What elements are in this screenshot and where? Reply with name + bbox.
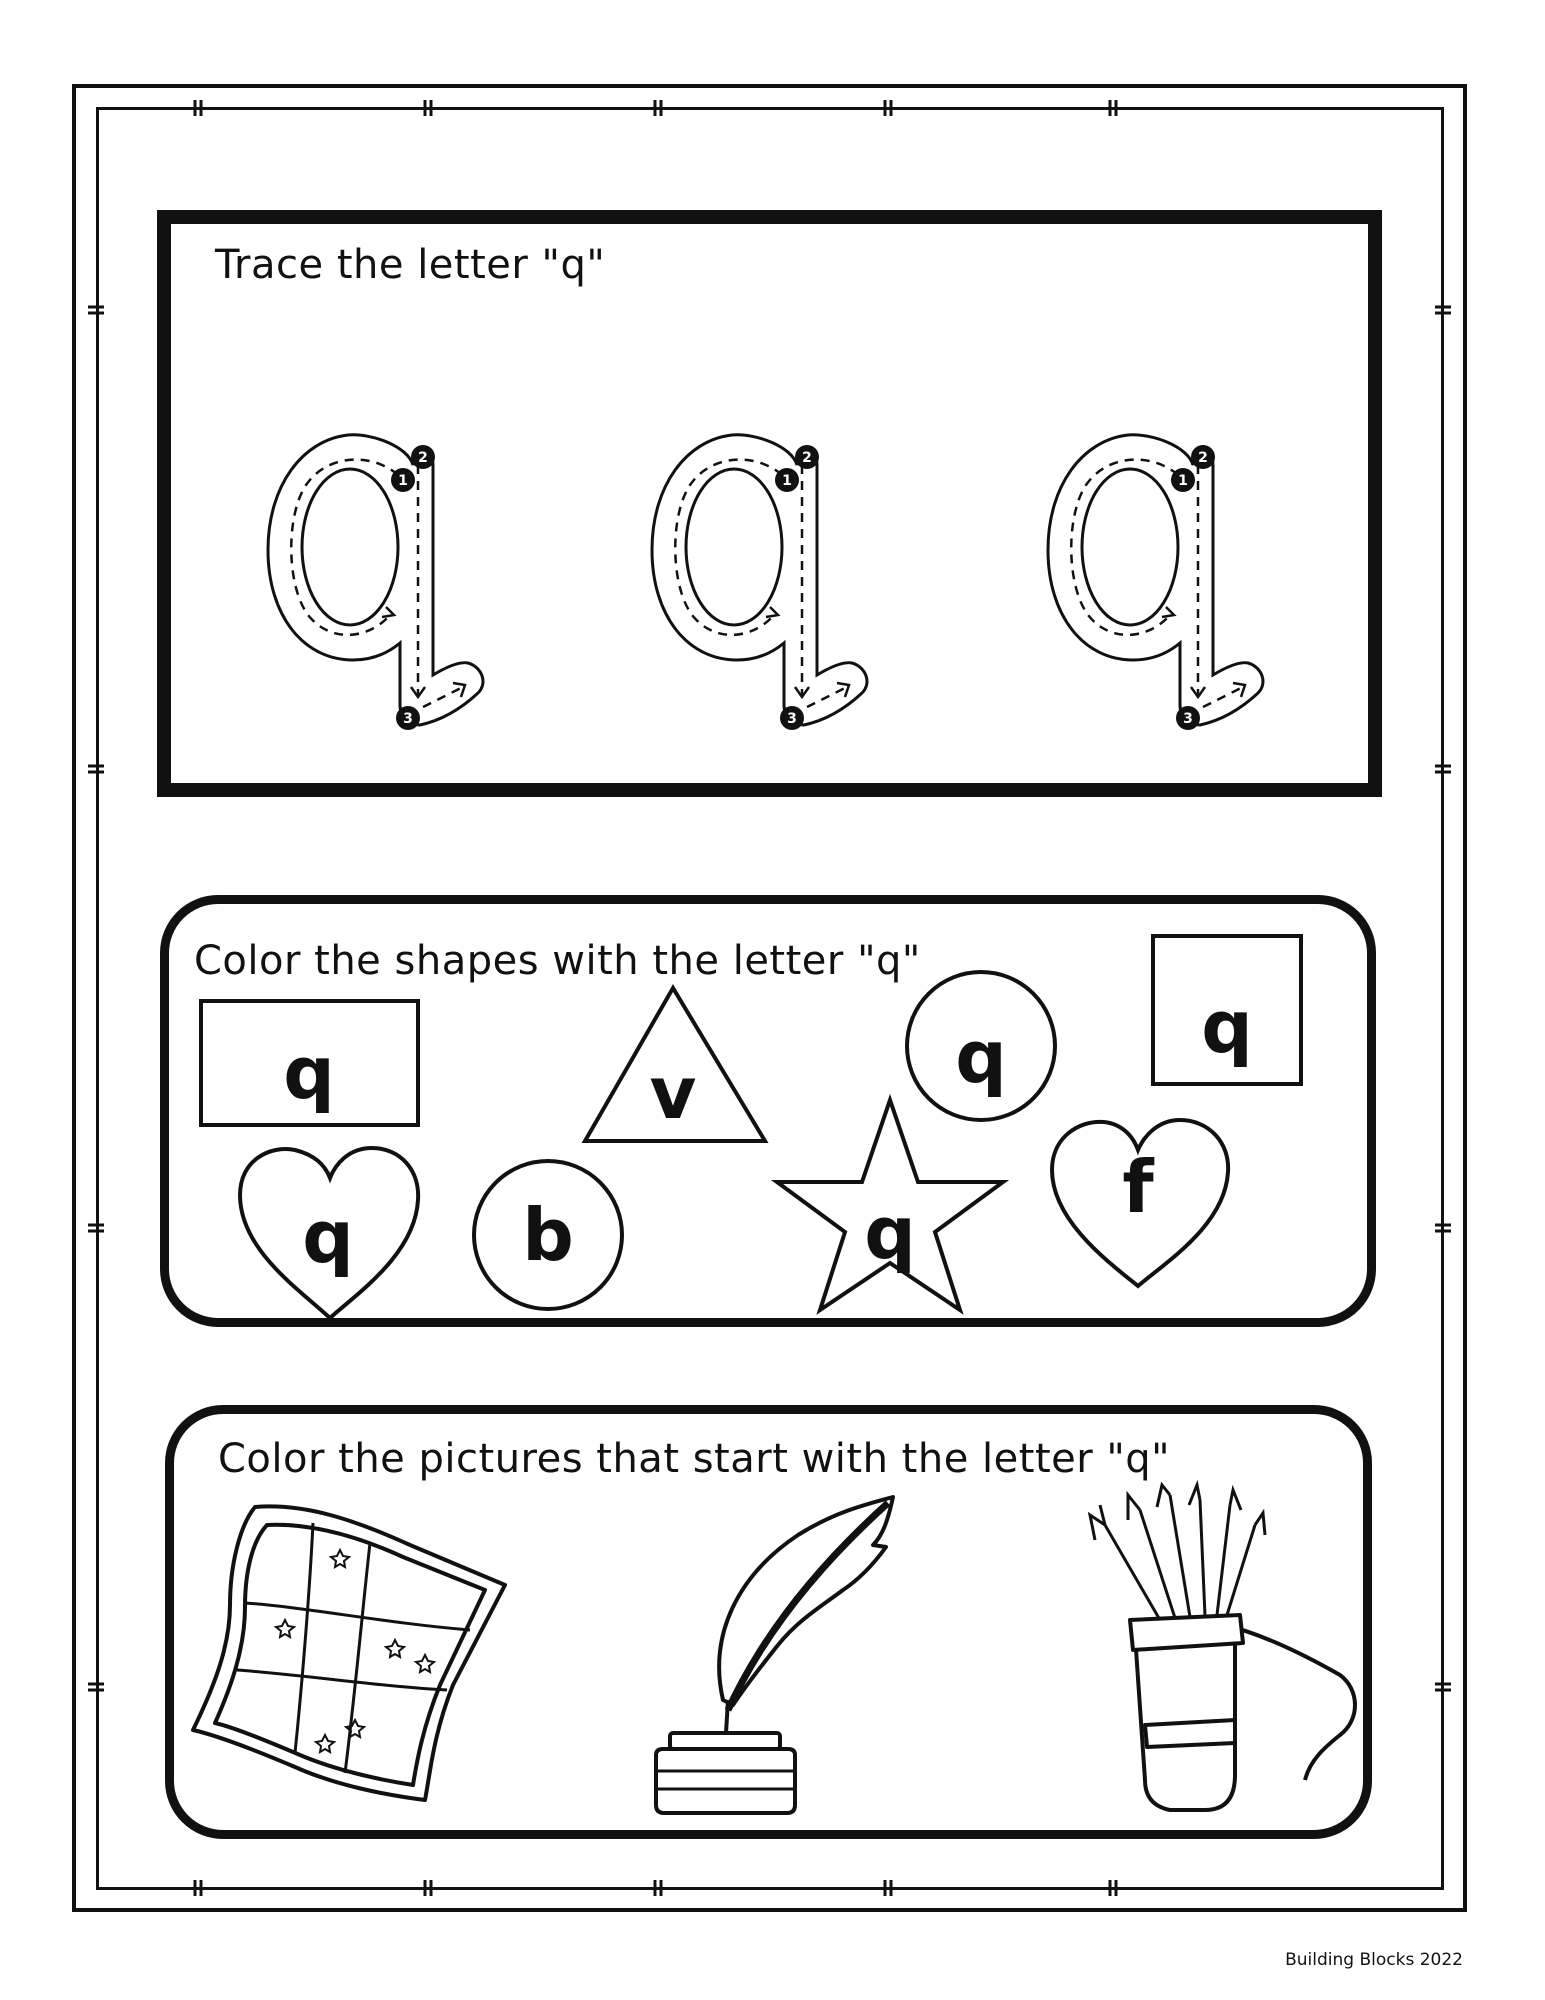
star-shape[interactable] [770, 1093, 1010, 1315]
shape-letter: q [302, 1195, 354, 1279]
trace-step-1: 1 [782, 473, 792, 489]
shape-letter: q [864, 1191, 916, 1275]
page-border-outer [72, 84, 1467, 1912]
quilt-icon[interactable] [185, 1495, 507, 1815]
square-shape[interactable] [1151, 934, 1303, 1086]
trace-step-1: 1 [398, 473, 408, 489]
heart-shape[interactable] [1049, 1117, 1231, 1289]
shape-letter: v [650, 1051, 697, 1135]
shape-letter: q [1201, 985, 1253, 1069]
circle-shape[interactable] [472, 1159, 624, 1311]
circle-shape[interactable] [905, 970, 1057, 1122]
shape-letter: q [283, 1031, 335, 1115]
page-border-inner [96, 107, 1444, 1890]
trace-step-3: 3 [403, 711, 413, 727]
quill-and-ink-icon[interactable] [648, 1495, 908, 1815]
shape-letter: q [955, 1015, 1007, 1099]
trace-step-1: 1 [1178, 473, 1188, 489]
quiver-icon[interactable] [1075, 1479, 1375, 1815]
trace-step-3: 3 [1183, 711, 1193, 727]
triangle-shape[interactable] [581, 984, 769, 1143]
trace-title: Trace the letter "q" [215, 242, 606, 288]
trace-step-2: 2 [1198, 450, 1208, 466]
pictures-title: Color the pictures that start with the l… [218, 1436, 1171, 1482]
shape-letter: b [522, 1193, 574, 1277]
trace-step-3: 3 [787, 711, 797, 727]
trace-step-2: 2 [418, 450, 428, 466]
shape-letter: f [1122, 1145, 1154, 1229]
heart-shape[interactable] [237, 1145, 421, 1321]
shapes-title: Color the shapes with the letter "q" [194, 938, 921, 984]
trace-step-2: 2 [802, 450, 812, 466]
footer-credit: Building Blocks 2022 [1285, 1950, 1463, 1970]
rectangle-shape[interactable] [199, 999, 420, 1127]
